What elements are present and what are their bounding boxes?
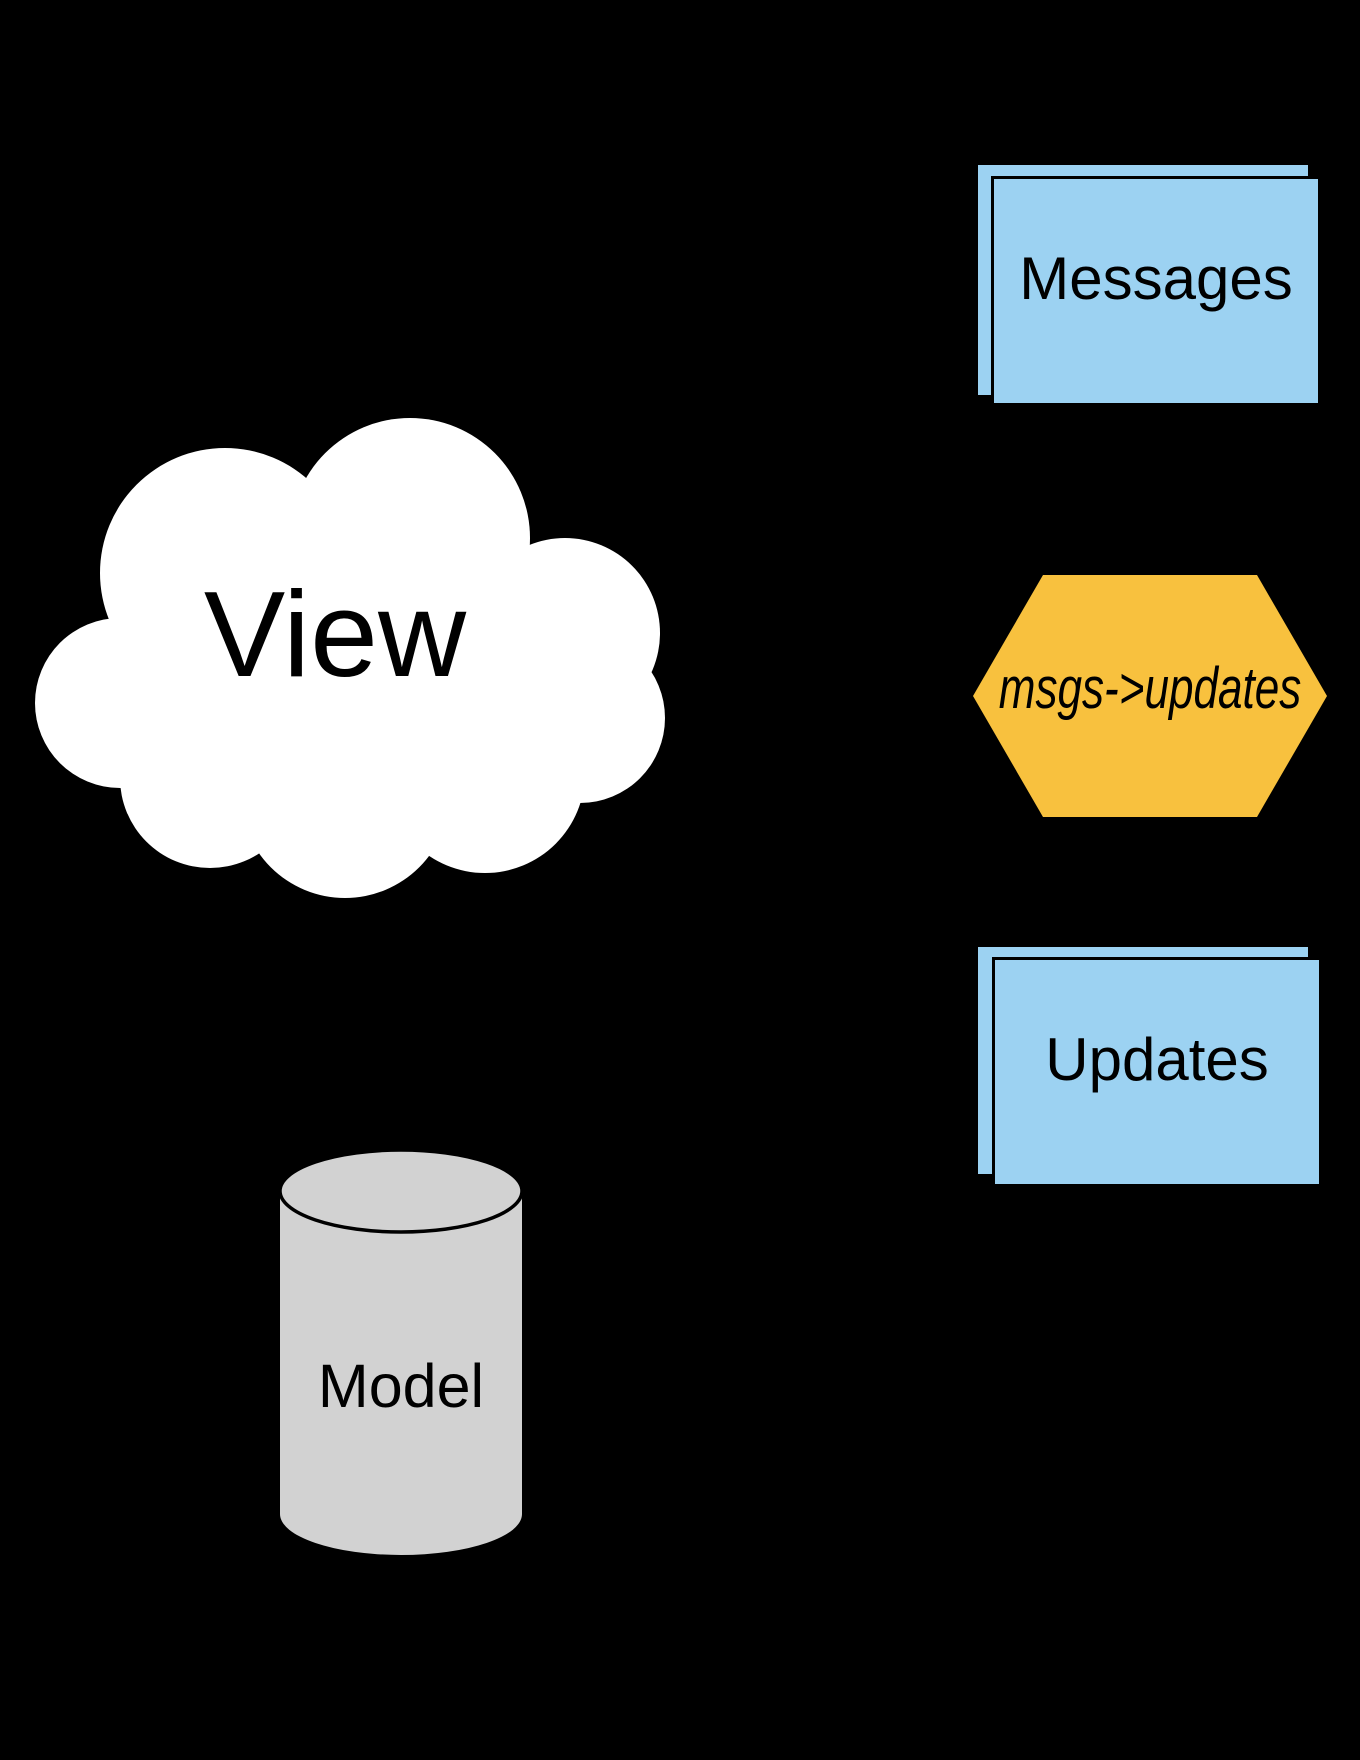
cloud-shape [35, 418, 665, 898]
msgs-updates-label: msgs->updates [999, 655, 1302, 720]
model-cylinder: Model [278, 1148, 524, 1555]
updates-label: Updates [1045, 1025, 1269, 1093]
cylinder-top [278, 1148, 524, 1234]
model-label: Model [318, 1352, 484, 1420]
updates-box: Updates [992, 957, 1322, 1187]
messages-label: Messages [1019, 244, 1293, 312]
view-cloud-shape: View [35, 418, 665, 898]
hexagon-shape [973, 575, 1327, 817]
cylinder-body [280, 1191, 522, 1555]
messages-box: Messages [991, 176, 1321, 406]
view-label: View [204, 566, 467, 702]
msgs-updates-hexagon: msgs->updates [973, 575, 1327, 817]
